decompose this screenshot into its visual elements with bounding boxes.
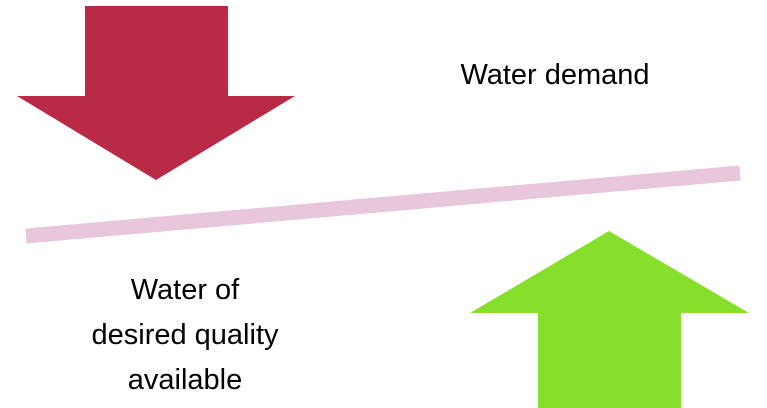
balance-bar [25, 165, 741, 244]
water-supply-label: Water of desired quality available [40, 268, 330, 403]
water-supply-label-line-3: available [127, 363, 243, 396]
water-demand-label: Water demand [460, 59, 650, 91]
demand-arrow-down-icon [17, 6, 295, 180]
supply-arrow-up-icon [470, 231, 749, 408]
water-supply-label-line-1: Water of [130, 274, 240, 306]
water-supply-label-line-2: desired quality [91, 318, 279, 351]
